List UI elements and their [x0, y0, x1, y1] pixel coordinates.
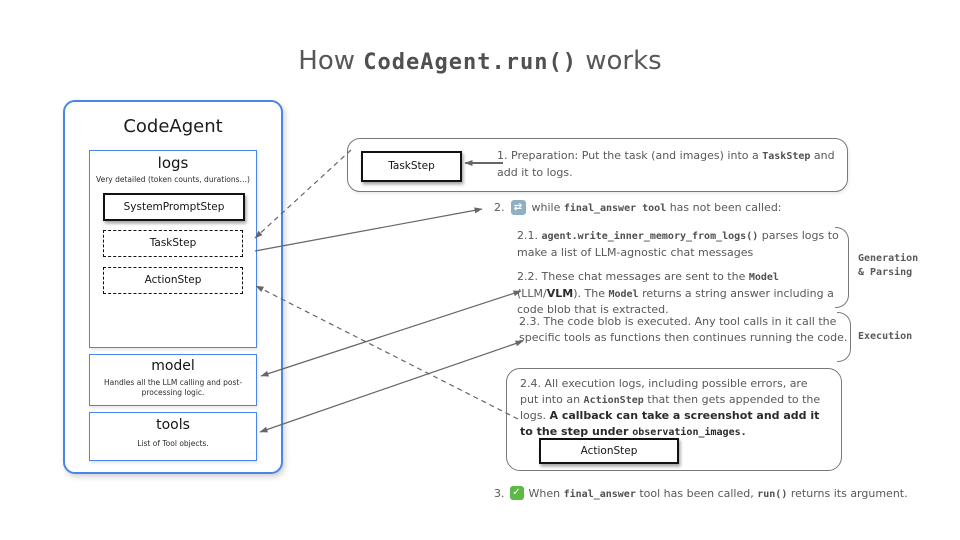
title-code: CodeAgent.run()	[363, 50, 577, 75]
step21-code: agent.write_inner_memory_from_logs()	[541, 231, 759, 242]
arrow-logs-to-step2	[254, 207, 483, 252]
step2-code: final_answer tool	[563, 203, 667, 214]
step21-22-block: 2.1. agent.write_inner_memory_from_logs(…	[517, 228, 845, 318]
step24-code-actionstep: ActionStep	[583, 394, 644, 406]
model-subtitle: Handles all the LLM calling and post-pro…	[103, 378, 243, 398]
step1-number: 1.	[497, 149, 511, 162]
execution-bracket	[837, 312, 851, 362]
title-prefix: How	[298, 46, 364, 76]
model-box: model Handles all the LLM calling and po…	[89, 354, 257, 406]
repeat-icon: ⇄	[510, 200, 526, 215]
tools-title: tools	[156, 417, 190, 433]
step22-text: 2.2. These chat messages are sent to the…	[517, 270, 834, 317]
step3-code-run: run()	[757, 488, 788, 500]
tools-box: tools List of Tool objects.	[89, 412, 257, 461]
step24-text: 2.4. All execution logs, including possi…	[520, 377, 821, 439]
step1-taskstep-box: TaskStep	[361, 151, 462, 182]
step23-block: 2.3. The code blob is executed. Any tool…	[519, 314, 849, 346]
step24-actionstep-box: ActionStep	[539, 438, 679, 464]
step3-line: 3. ✓ When final_answer tool has been cal…	[494, 486, 908, 500]
arrow-step24-to-logs-actionstep	[255, 285, 519, 420]
step1-code: TaskStep	[762, 151, 811, 162]
logs-box: logs Very detailed (token counts, durati…	[89, 150, 257, 348]
step1-text: 1. Preparation: Put the task (and images…	[497, 149, 835, 179]
page-title: How CodeAgent.run() works	[0, 46, 960, 76]
logs-title: logs	[157, 154, 189, 172]
step22-code-model2: Model	[608, 288, 639, 300]
codeagent-panel: CodeAgent logs Very detailed (token coun…	[63, 100, 283, 474]
log-step-taskstep: TaskStep	[103, 230, 243, 257]
arrow-tools-step23	[259, 340, 524, 433]
title-suffix: works	[576, 46, 662, 76]
check-icon: ✓	[509, 486, 524, 500]
step2-line: 2. ⇄ while final_answer tool has not bee…	[494, 200, 782, 215]
step3-code-final-answer: final_answer	[563, 488, 636, 500]
logs-subtitle: Very detailed (token counts, durations…)	[96, 175, 250, 184]
step22-code-model1: Model	[748, 272, 779, 284]
log-step-actionstep: ActionStep	[103, 267, 243, 294]
execution-label: Execution	[858, 331, 913, 342]
step23-text: 2.3. The code blob is executed. Any tool…	[519, 315, 848, 344]
tools-subtitle: List of Tool objects.	[137, 439, 209, 448]
step24-code-observation-images: observation_images.	[632, 427, 747, 439]
step2-text: while final_answer tool has not been cal…	[531, 201, 782, 214]
arrow-model-step22	[260, 290, 522, 377]
step21-text: 2.1. agent.write_inner_memory_from_logs(…	[517, 229, 839, 259]
step24-box: 2.4. All execution logs, including possi…	[506, 368, 842, 471]
log-step-systempromptstep: SystemPromptStep	[103, 193, 245, 221]
step1-box: TaskStep 1. Preparation: Put the task (a…	[347, 138, 848, 192]
step3-text: When final_answer tool has been called, …	[528, 486, 908, 500]
step2-number: 2.	[494, 201, 505, 214]
model-title: model	[151, 358, 195, 374]
step3-number: 3.	[494, 486, 505, 500]
generation-parsing-bracket	[835, 227, 849, 308]
codeagent-panel-title: CodeAgent	[123, 116, 223, 137]
generation-parsing-label: Generation & Parsing	[858, 253, 919, 278]
